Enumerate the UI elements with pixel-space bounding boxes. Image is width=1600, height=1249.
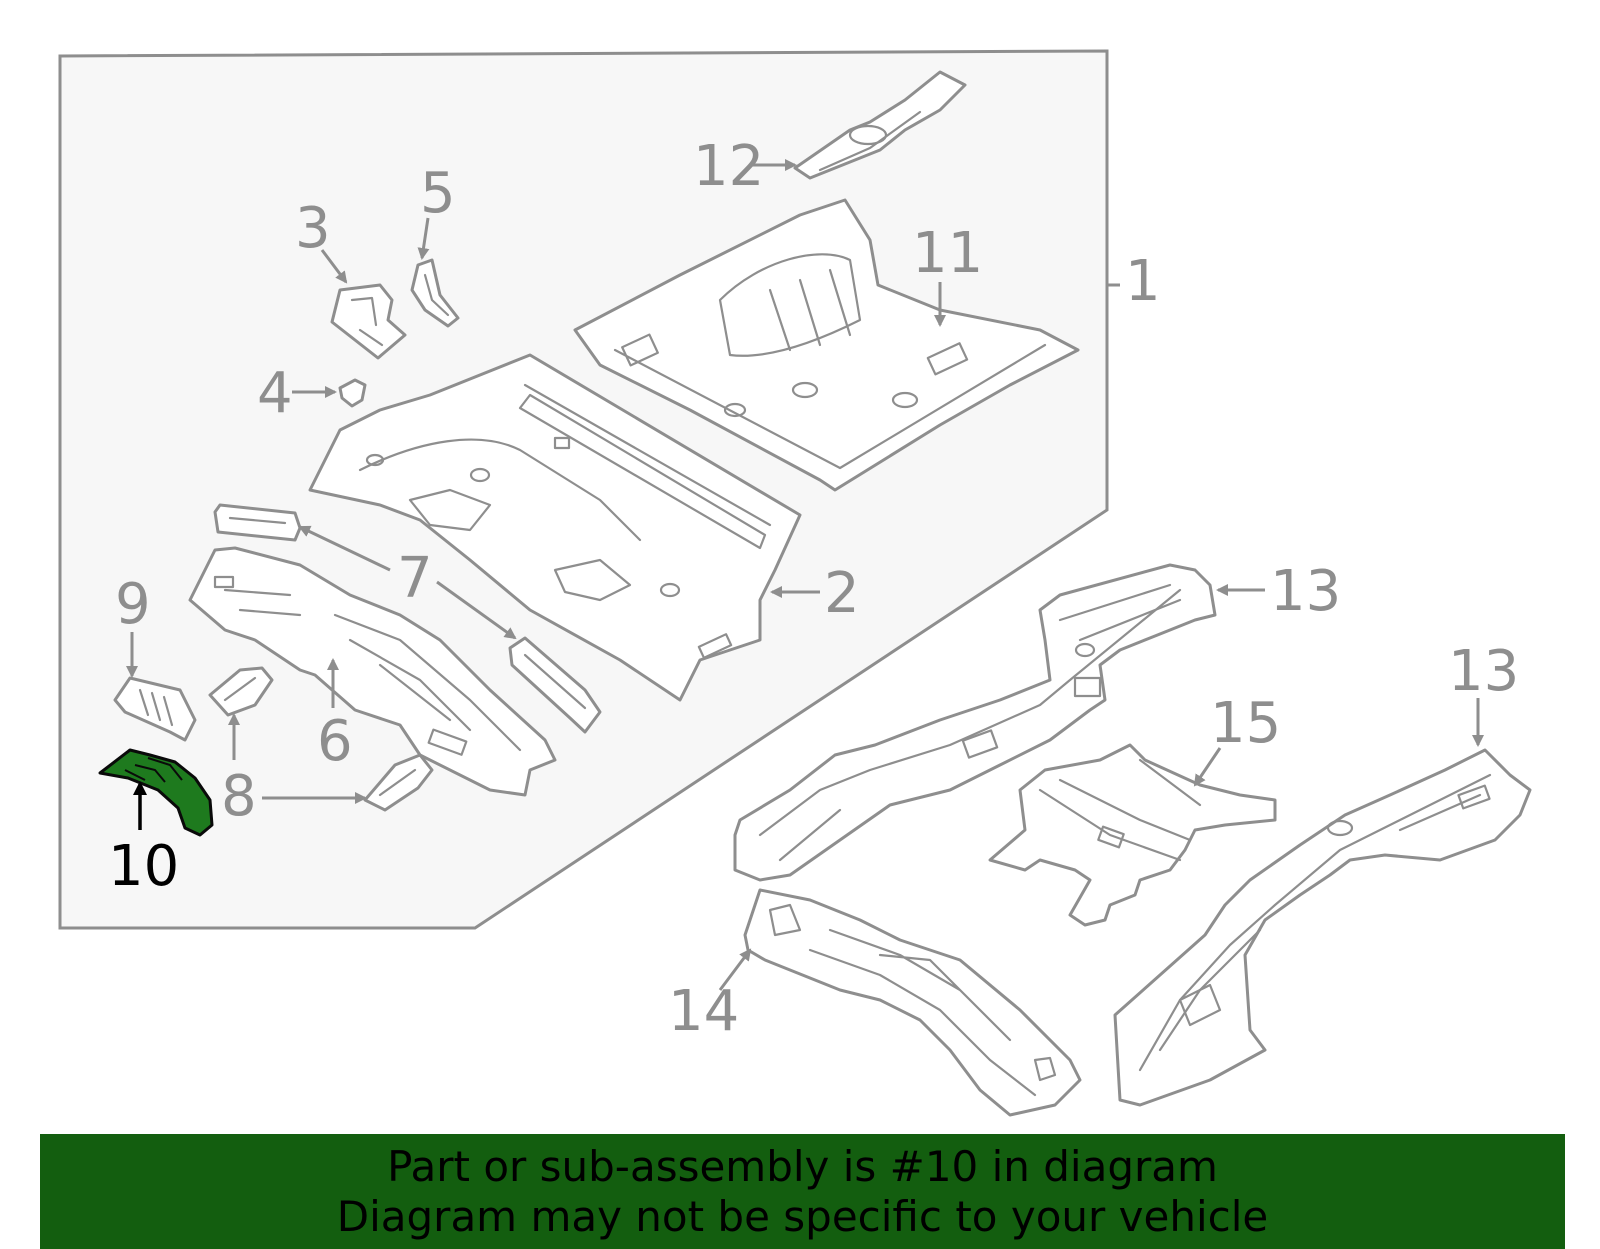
- leader-7b: [436, 580, 517, 640]
- part-12-crossmember[interactable]: [793, 70, 967, 180]
- part-7-rail-upper[interactable]: [213, 503, 302, 542]
- part-7-rail-lower[interactable]: [508, 636, 602, 734]
- part-8-bracket-lower[interactable]: [363, 753, 434, 812]
- callout-10-selected: 10: [108, 834, 179, 899]
- part-13-rear-side-member-upper[interactable]: [733, 563, 1217, 882]
- callout-4: 4: [257, 361, 293, 426]
- callout-7: 7: [397, 546, 433, 611]
- part-10-selected-bracket[interactable]: [98, 748, 214, 837]
- part-6-floor-reinforcement[interactable]: [188, 546, 557, 797]
- callout-14: 14: [668, 979, 739, 1044]
- leader-3: [320, 249, 348, 284]
- part-2-front-floor-panel[interactable]: [308, 353, 802, 702]
- banner-line-2: Diagram may not be specific to your vehi…: [336, 1192, 1269, 1241]
- part-4-clip[interactable]: [338, 378, 367, 408]
- part-14-side-rail[interactable]: [743, 888, 1082, 1117]
- callout-6: 6: [317, 709, 353, 774]
- callout-11: 11: [912, 221, 983, 286]
- part-5-bracket[interactable]: [410, 258, 460, 328]
- leader-15: [1193, 747, 1222, 787]
- callout-12: 12: [693, 134, 764, 199]
- banner-line-1: Part or sub-assembly is #10 in diagram: [387, 1142, 1218, 1191]
- part-13-rear-side-member-lower[interactable]: [1113, 748, 1532, 1107]
- callout-3: 3: [295, 196, 331, 261]
- part-11-rear-floor-panel[interactable]: [573, 198, 1080, 492]
- info-banner: Part or sub-assembly is #10 in diagram D…: [40, 1134, 1565, 1249]
- leader-14: [718, 948, 752, 991]
- callout-13-lower: 13: [1448, 639, 1519, 704]
- callout-8: 8: [221, 764, 257, 829]
- callout-9: 9: [115, 572, 151, 637]
- callout-15: 15: [1210, 691, 1281, 756]
- callout-1: 1: [1125, 249, 1161, 314]
- callout-13-upper: 13: [1270, 559, 1341, 624]
- leader-5: [417, 217, 430, 260]
- part-3-bracket[interactable]: [330, 283, 407, 360]
- leader-7a: [298, 525, 391, 572]
- callout-5: 5: [420, 161, 456, 226]
- part-9-bracket[interactable]: [113, 676, 197, 742]
- part-15-crossmember[interactable]: [988, 743, 1277, 927]
- callout-2: 2: [824, 561, 860, 626]
